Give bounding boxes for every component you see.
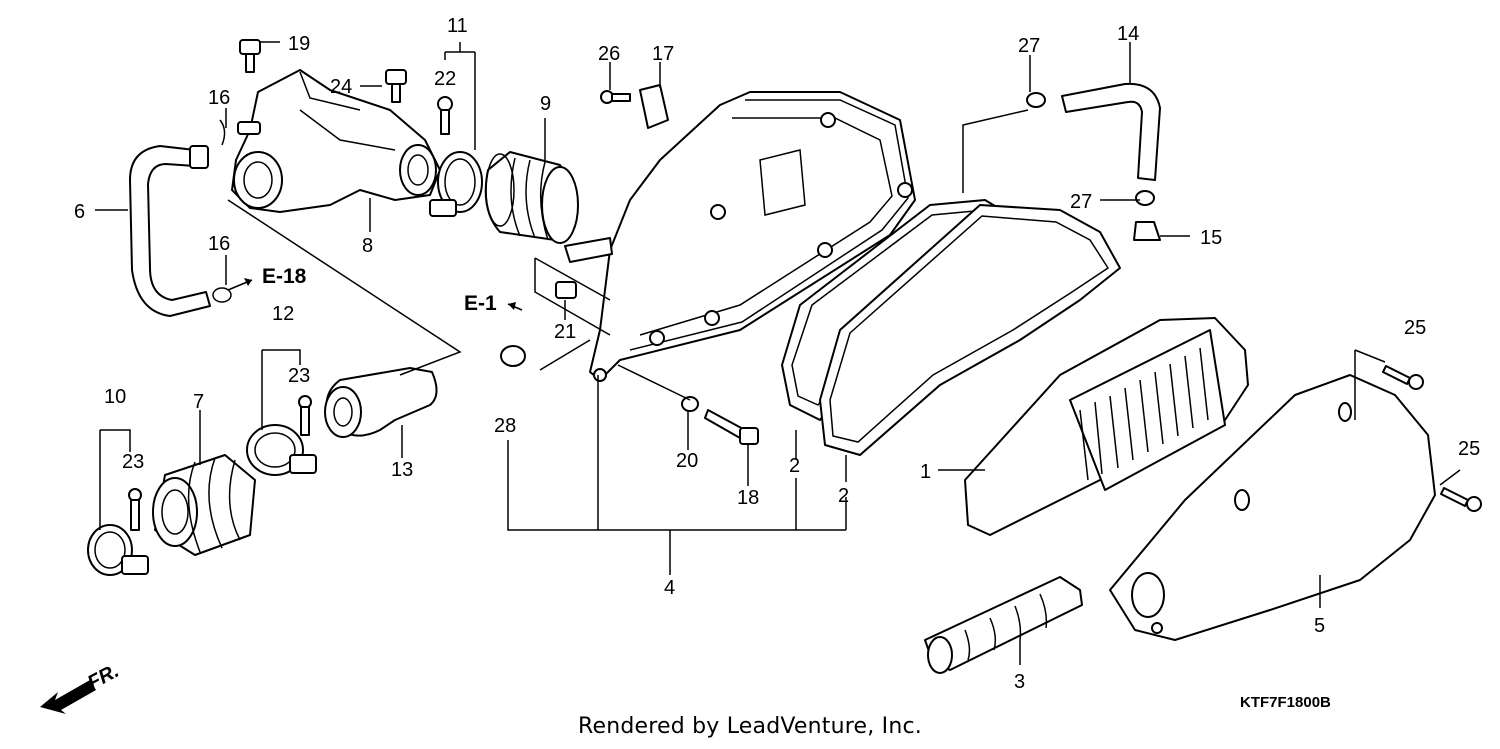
part-1-element xyxy=(964,317,1249,536)
callout-4: 4 xyxy=(664,577,675,599)
part-11-clamp xyxy=(429,151,483,217)
credit-text: Rendered by LeadVenture, Inc. xyxy=(578,714,922,739)
callout-23-b: 23 xyxy=(122,451,144,473)
part-7-boot xyxy=(152,454,256,556)
callout-10: 10 xyxy=(104,386,126,408)
part-14-tube xyxy=(1061,82,1161,181)
part-4-air-cleaner-case xyxy=(564,91,916,382)
callout-18: 18 xyxy=(737,487,759,509)
callout-5: 5 xyxy=(1314,615,1325,637)
callout-20: 20 xyxy=(676,450,698,472)
callout-25-bottom: 25 xyxy=(1458,438,1480,460)
callout-24: 24 xyxy=(330,76,352,98)
callout-17: 17 xyxy=(652,43,674,65)
callout-2-a: 2 xyxy=(789,455,800,477)
callout-7: 7 xyxy=(193,391,204,413)
callout-1: 1 xyxy=(920,461,931,483)
front-direction: FR. xyxy=(40,660,123,714)
callout-8: 8 xyxy=(362,235,373,257)
callout-2-b: 2 xyxy=(838,485,849,507)
callout-25-top: 25 xyxy=(1404,317,1426,339)
part-13-intake-duct xyxy=(324,367,438,438)
part-12-clamp xyxy=(246,424,317,476)
callout-3: 3 xyxy=(1014,671,1025,693)
callout-27-top: 27 xyxy=(1018,35,1040,57)
callout-6: 6 xyxy=(74,201,85,223)
part-6-hose xyxy=(129,145,211,317)
callout-27-bottom: 27 xyxy=(1070,191,1092,213)
leader-lines xyxy=(95,41,1461,665)
fasteners xyxy=(128,39,1482,531)
part-10-clamp xyxy=(87,524,149,576)
part-2-gaskets xyxy=(781,199,1121,456)
part-9-connector xyxy=(484,151,579,244)
callout-15: 15 xyxy=(1200,227,1222,249)
callout-28: 28 xyxy=(494,415,516,437)
callout-11: 11 xyxy=(447,15,468,37)
callout-22: 22 xyxy=(434,68,456,90)
part-5-cover xyxy=(1109,374,1436,641)
cross-references: E-18 E-1 xyxy=(227,265,523,315)
diagram-code: KTF7F1800B xyxy=(1240,694,1331,711)
arrow-e18-icon xyxy=(244,278,252,286)
part-3-drain-tube xyxy=(924,576,1083,674)
ref-e1: E-1 xyxy=(464,292,497,315)
callout-16-top: 16 xyxy=(208,87,230,109)
arrow-e1-icon xyxy=(508,302,516,310)
part-8-intake-chamber xyxy=(231,69,441,213)
callout-14: 14 xyxy=(1117,23,1139,45)
callout-23-a: 23 xyxy=(288,365,310,387)
callout-9: 9 xyxy=(540,93,551,115)
ref-e18: E-18 xyxy=(262,265,307,288)
callout-16-bottom: 16 xyxy=(208,233,230,255)
callouts: 19 11 22 24 16 6 16 8 9 12 23 10 7 13 23… xyxy=(74,15,1480,693)
callout-12: 12 xyxy=(272,303,294,325)
callout-26: 26 xyxy=(598,43,620,65)
callout-13: 13 xyxy=(391,459,413,481)
callout-19: 19 xyxy=(288,33,310,55)
callout-21: 21 xyxy=(554,321,576,343)
front-arrow-icon xyxy=(40,680,96,714)
